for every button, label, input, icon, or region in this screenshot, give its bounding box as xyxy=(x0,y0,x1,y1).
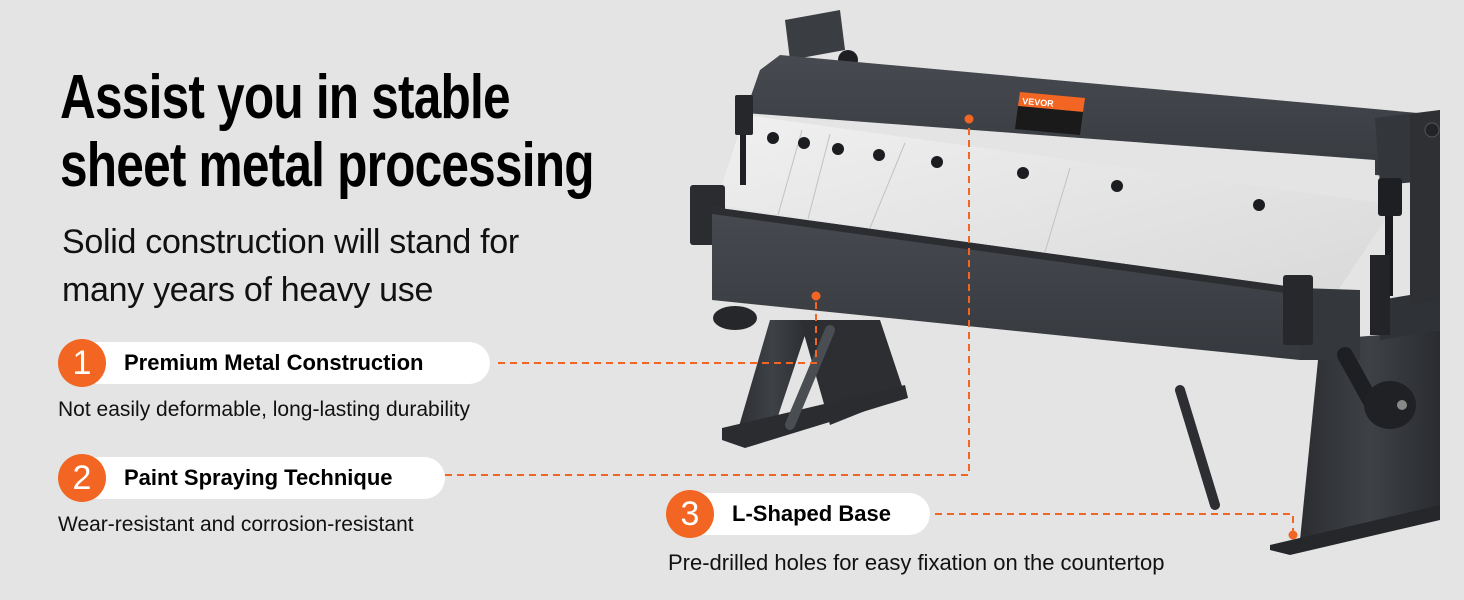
top-clamp-bar xyxy=(745,55,1440,180)
svg-text:VEVOR: VEVOR xyxy=(1022,96,1055,109)
feature-title: Paint Spraying Technique xyxy=(124,465,393,490)
headline-line-2: sheet metal processing xyxy=(60,131,595,200)
subheadline: Solid construction will stand for many y… xyxy=(62,218,519,314)
subheadline-line-1: Solid construction will stand for xyxy=(62,223,519,261)
feature-title-pill: Premium Metal Construction xyxy=(60,342,490,384)
feature-title: Premium Metal Construction xyxy=(124,350,424,375)
clamp-bolts xyxy=(767,132,1265,211)
clamping-leaf xyxy=(715,115,1395,295)
feature-description: Wear-resistant and corrosion-resistant xyxy=(58,513,414,536)
feature-description: Not easily deformable, long-lasting dura… xyxy=(58,398,471,421)
headline: Assist you in stable sheet metal process… xyxy=(60,63,595,200)
right-leg xyxy=(1270,290,1440,555)
feature-title-pill: Paint Spraying Technique xyxy=(60,457,445,499)
left-leg xyxy=(713,306,908,448)
feature-title: L-Shaped Base xyxy=(732,501,891,526)
callout-dot-1 xyxy=(811,291,821,301)
vevor-label: VEVOR xyxy=(1015,92,1085,135)
bending-bar xyxy=(712,207,1300,360)
number-badge: 2 xyxy=(58,454,106,502)
number-badge: 3 xyxy=(666,490,714,538)
rear-bracket xyxy=(785,10,845,60)
headline-line-1: Assist you in stable xyxy=(60,63,511,132)
callout-line-2 xyxy=(445,120,970,476)
feature-description: Pre-drilled holes for easy fixation on t… xyxy=(668,550,1165,575)
callout-line-3 xyxy=(935,513,1294,535)
callout-lines xyxy=(445,120,1294,535)
support-rod xyxy=(1175,385,1220,510)
number-badge: 1 xyxy=(58,339,106,387)
callout-line-1 xyxy=(498,297,817,364)
callout-dot-2 xyxy=(964,114,974,124)
callout-dot-3 xyxy=(1288,530,1298,540)
adjustment-handle xyxy=(1337,347,1416,429)
subheadline-line-2: many years of heavy use xyxy=(62,271,434,309)
